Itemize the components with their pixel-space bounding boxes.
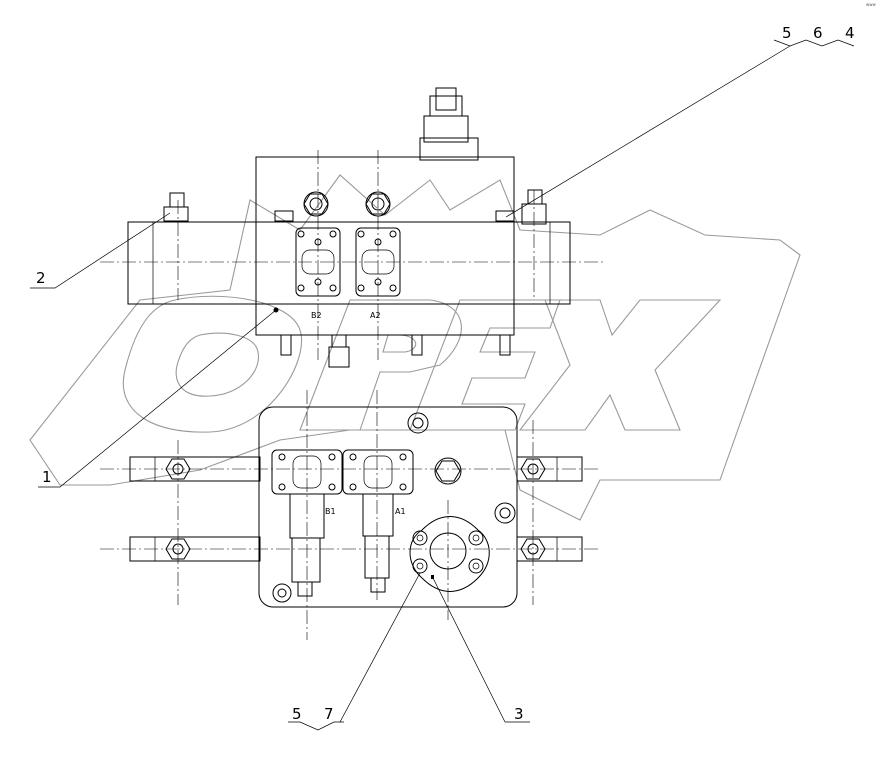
callout-6-top: 6 <box>813 24 823 42</box>
watermark-gear-outline <box>29 174 801 521</box>
callout-5-bottom: 5 <box>292 705 302 723</box>
watermark-letter-p <box>299 299 462 431</box>
opex-watermark <box>29 174 801 521</box>
tube-hex-nuts <box>165 458 546 560</box>
watermark-letter-o <box>122 295 302 433</box>
four-bolt-flange <box>409 516 490 592</box>
port-label-b1: B1 <box>325 507 336 516</box>
callout-7-bottom: 7 <box>324 705 334 723</box>
watermark-letter-e <box>409 299 561 431</box>
port-label-a2: A2 <box>370 311 381 320</box>
port-label-a1: A1 <box>395 507 406 516</box>
corner-mark: www <box>866 2 877 7</box>
lower-valve-section <box>129 406 583 608</box>
callout-2: 2 <box>36 269 46 287</box>
lower-valve-body <box>258 406 518 608</box>
callout-4-top: 4 <box>845 24 855 42</box>
port-label-b2: B2 <box>311 311 322 320</box>
callout-5-top: 5 <box>782 24 792 42</box>
upper-valve-section <box>127 87 571 368</box>
flange-a2 <box>355 227 401 297</box>
flange-b2 <box>295 227 341 297</box>
callout-3: 3 <box>514 705 524 723</box>
flange-a1 <box>342 449 414 495</box>
leader-lines <box>30 39 855 731</box>
upper-valve-body <box>255 156 515 336</box>
upper-spool-housing <box>127 221 571 305</box>
watermark-letter-x <box>518 299 722 431</box>
callout-1: 1 <box>42 468 52 486</box>
